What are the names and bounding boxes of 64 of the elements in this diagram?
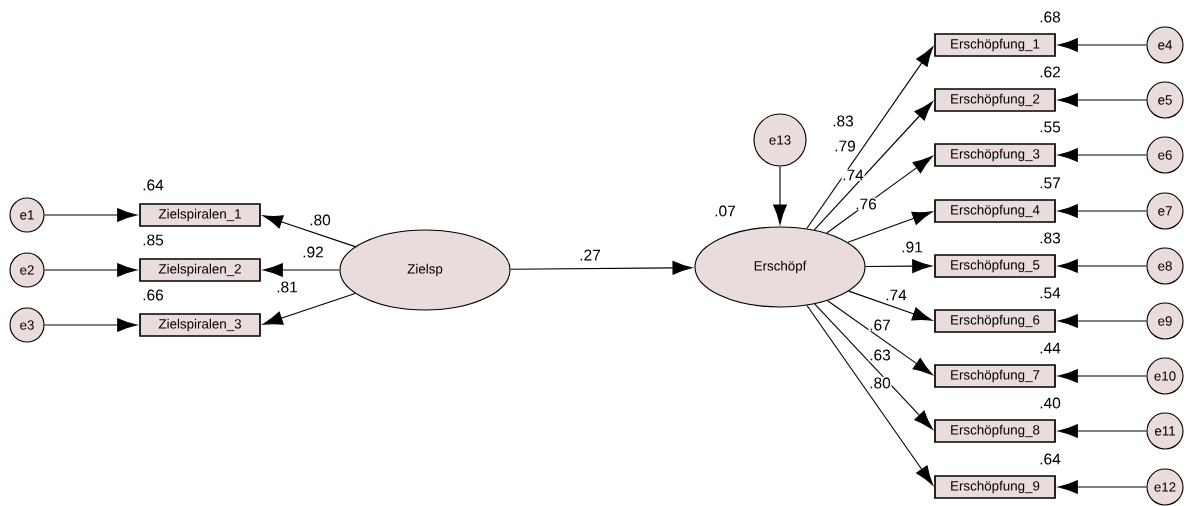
value-label: .57 <box>1040 177 1060 189</box>
arrow <box>262 215 356 248</box>
value-label: .07 <box>715 205 735 217</box>
arrow <box>814 303 933 430</box>
arrow <box>813 101 933 231</box>
arrow <box>847 211 933 243</box>
edge-label: .80 <box>868 376 892 390</box>
arrow <box>262 292 356 325</box>
value-label: .40 <box>1040 397 1061 409</box>
observed-variable-box: Erschöpfung_5 <box>934 254 1056 278</box>
observed-variable-box: Zielspiralen_2 <box>139 258 261 282</box>
observed-variable-box: Erschöpfung_7 <box>934 364 1056 388</box>
arrow <box>1057 424 1147 438</box>
arrow <box>44 318 138 332</box>
arrow <box>806 46 934 230</box>
value-label: .66 <box>143 289 164 301</box>
arrow <box>1057 204 1147 218</box>
value-label: .62 <box>1040 66 1060 78</box>
edge-label: .81 <box>275 280 299 294</box>
observed-variable-box: Erschöpfung_6 <box>934 309 1056 333</box>
arrow <box>1057 480 1147 494</box>
arrow <box>827 300 933 376</box>
edge-label: .91 <box>900 240 924 254</box>
observed-variable-box: Zielspiralen_3 <box>139 313 261 337</box>
value-label: .64 <box>1040 453 1061 465</box>
value-label: .83 <box>1040 232 1061 244</box>
value-label: .68 <box>1040 11 1061 23</box>
arrow <box>1057 369 1147 383</box>
arrow <box>1057 148 1147 162</box>
arrow <box>1057 314 1147 328</box>
arrow <box>262 263 340 277</box>
value-label: .64 <box>143 179 164 191</box>
value-label: .54 <box>1040 287 1061 299</box>
observed-variable-box: Erschöpfung_9 <box>934 475 1056 499</box>
observed-variable-box: Erschöpfung_4 <box>934 199 1056 223</box>
value-label: .44 <box>1040 342 1061 354</box>
arrow <box>44 208 138 222</box>
arrow <box>44 263 138 277</box>
observed-variable-box: Erschöpfung_1 <box>934 33 1056 57</box>
observed-variable-box: Erschöpfung_8 <box>934 419 1056 443</box>
edge-label: .83 <box>831 114 855 128</box>
observed-variable-box: Erschöpfung_3 <box>934 143 1056 167</box>
edge-label: .74 <box>841 169 865 182</box>
arrow <box>848 290 933 321</box>
value-label: .85 <box>143 234 164 246</box>
edge-label: .80 <box>308 213 332 227</box>
value-label: .55 <box>1040 121 1061 133</box>
arrow <box>806 304 934 486</box>
edge-label: .76 <box>854 197 878 211</box>
observed-variable-box: Erschöpfung_2 <box>934 88 1056 112</box>
arrow <box>1057 93 1147 107</box>
arrow <box>1057 259 1147 273</box>
edge-label: .27 <box>578 248 602 262</box>
arrow <box>510 261 693 275</box>
edge-label: .79 <box>833 139 857 153</box>
arrow <box>865 259 933 273</box>
arrow <box>1057 38 1147 52</box>
observed-variable-box: Zielspiralen_1 <box>139 203 261 227</box>
edge-label: .92 <box>301 245 325 259</box>
edge-label: .74 <box>884 289 908 302</box>
edge-label: .63 <box>868 348 892 362</box>
arrow <box>826 156 933 234</box>
arrow <box>773 166 787 225</box>
edge-label: .67 <box>868 318 892 332</box>
